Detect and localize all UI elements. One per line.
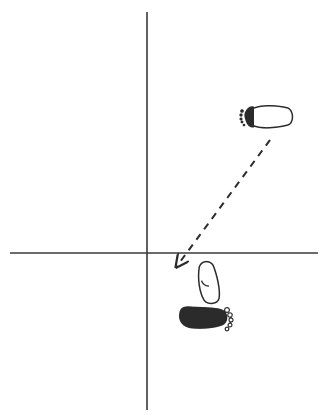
movement-arrow <box>177 140 270 266</box>
footprint-outline-icon <box>197 261 220 305</box>
footprint-outline-icon <box>239 106 292 128</box>
footprint-filled-icon <box>180 307 234 331</box>
